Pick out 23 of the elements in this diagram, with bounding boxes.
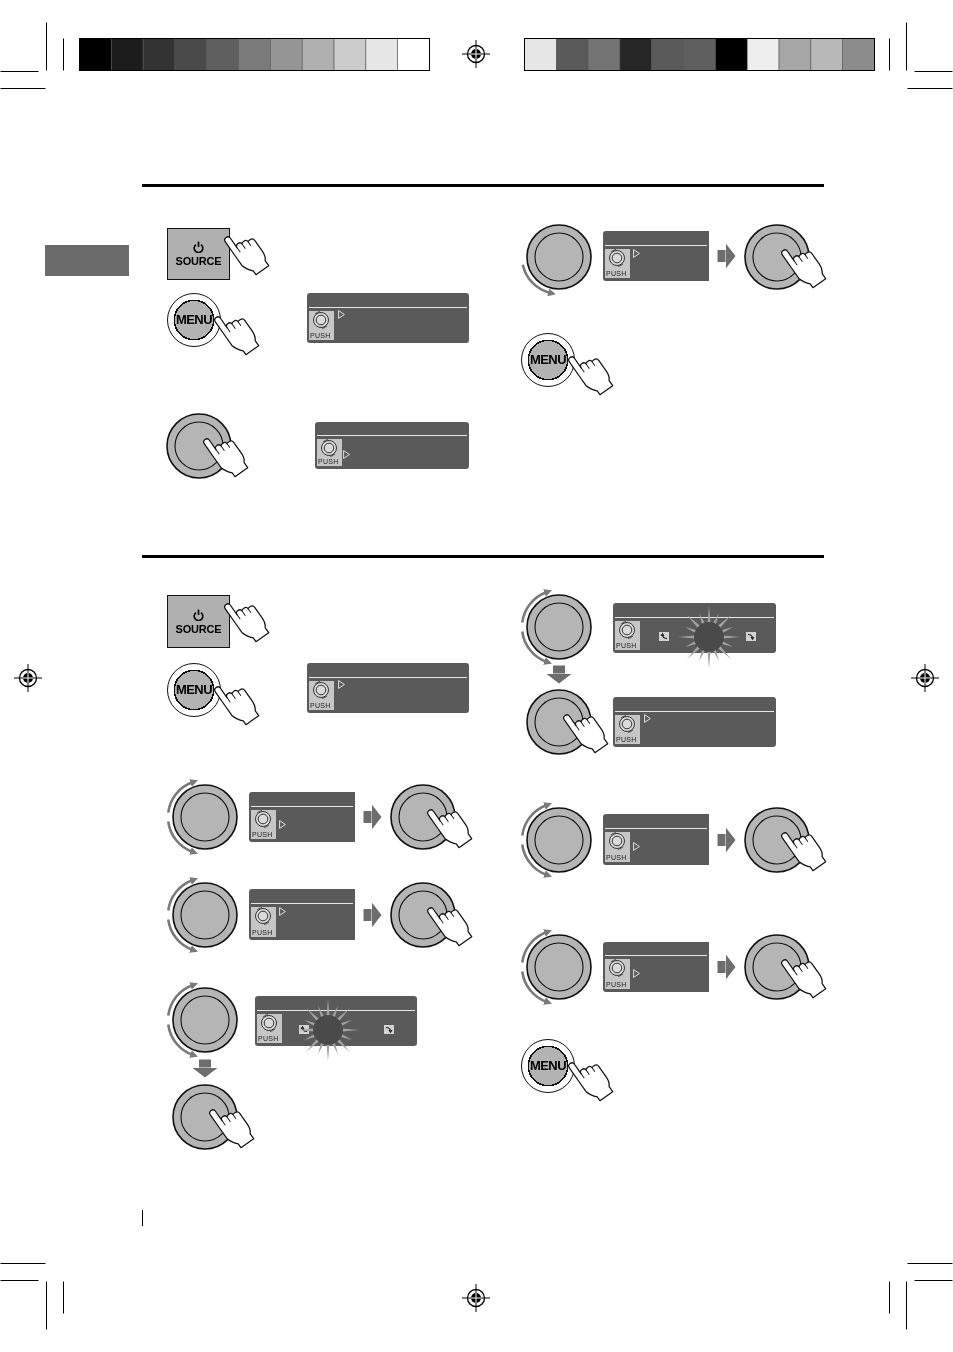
- menu-button: MENU: [521, 333, 575, 387]
- menu-button: MENU: [167, 663, 221, 717]
- display-panel: [603, 814, 709, 865]
- display-panel: [315, 422, 469, 469]
- rotary-knob: [172, 784, 238, 850]
- rotary-knob: [172, 987, 238, 1053]
- display-panel: [603, 942, 709, 992]
- section-tab: [45, 245, 129, 276]
- menu-button: MENU: [167, 293, 221, 347]
- menu-button: MENU: [521, 1039, 575, 1093]
- source-button: SOURCE: [167, 595, 230, 648]
- source-button: SOURCE: [167, 228, 230, 280]
- display-panel: [307, 663, 469, 713]
- rotary-knob: [526, 594, 592, 660]
- display-panel: [603, 231, 709, 281]
- rotary-knob: [526, 807, 592, 873]
- rotary-knob: [526, 934, 592, 1000]
- rotary-knob: [526, 224, 592, 290]
- rotary-knob: [172, 882, 238, 948]
- display-panel: [307, 293, 469, 343]
- display-panel: [613, 697, 776, 747]
- display-panel: [249, 792, 355, 842]
- display-panel: [249, 889, 355, 940]
